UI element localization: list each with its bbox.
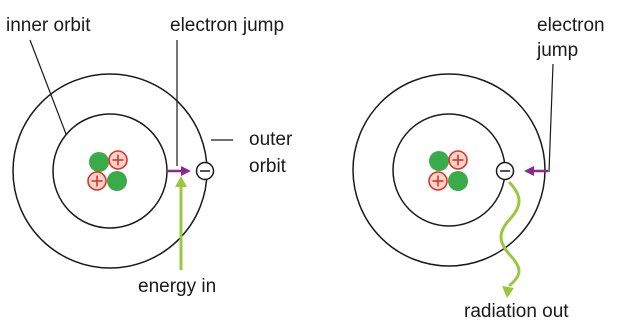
right-neutron-2 bbox=[448, 171, 468, 191]
left-nucleus bbox=[88, 151, 127, 191]
left-proton-2 bbox=[88, 172, 106, 190]
left-atom bbox=[13, 40, 233, 270]
left-neutron-2 bbox=[107, 171, 127, 191]
left-inner-orbit bbox=[53, 114, 167, 228]
label-outer-orbit-line2: orbit bbox=[249, 155, 286, 178]
label-right-electron-line1: electron bbox=[537, 14, 605, 37]
right-proton-1 bbox=[449, 151, 467, 169]
energy-in-arrow bbox=[175, 176, 187, 270]
right-nucleus bbox=[429, 151, 468, 191]
right-inner-orbit bbox=[393, 114, 505, 226]
right-electron bbox=[497, 163, 514, 180]
right-proton-2 bbox=[429, 172, 447, 190]
right-outer-orbit bbox=[353, 74, 545, 266]
radiation-out-arrow bbox=[501, 183, 519, 298]
right-electron-jump-leader bbox=[549, 64, 553, 172]
label-outer-orbit-line1: outer bbox=[249, 128, 292, 151]
left-neutron-1 bbox=[89, 152, 109, 172]
left-jump-arrow bbox=[168, 166, 191, 176]
label-radiation-out: radiation out bbox=[464, 300, 569, 323]
label-electron-jump: electron jump bbox=[170, 14, 284, 37]
label-energy-in: energy in bbox=[138, 275, 216, 298]
label-inner-orbit: inner orbit bbox=[6, 14, 91, 37]
right-atom bbox=[353, 64, 553, 298]
label-right-jump-line2: jump bbox=[537, 39, 578, 62]
right-neutron-1 bbox=[429, 151, 449, 171]
left-proton-1 bbox=[109, 151, 127, 169]
left-electron bbox=[197, 163, 214, 180]
